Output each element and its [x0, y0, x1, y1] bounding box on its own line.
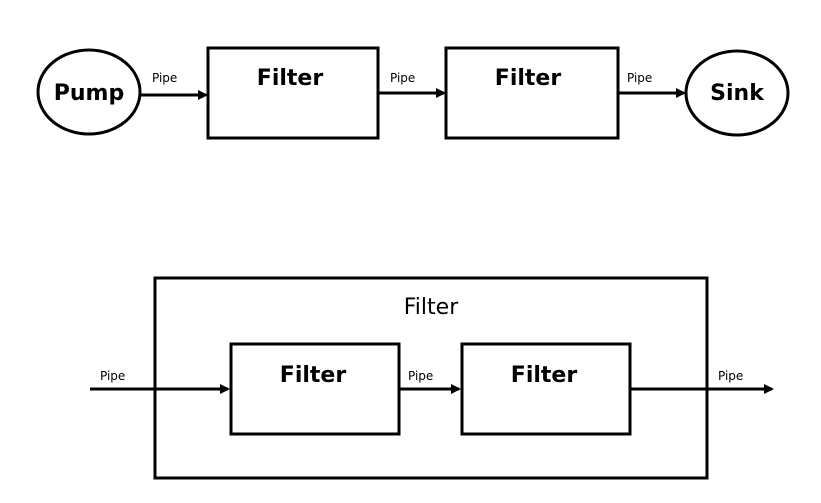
pipe-3: Pipe	[618, 71, 686, 98]
outer-filter-label: Filter	[404, 295, 459, 320]
pump-ellipse	[36, 48, 142, 136]
pipe-1: Pipe	[140, 71, 208, 100]
pipe-1-label: Pipe	[152, 71, 177, 85]
outer-filter-box	[153, 276, 709, 480]
pump-node: Pump	[36, 48, 142, 136]
inner-filter-1-label: Filter	[280, 363, 347, 388]
composite-filter: Filter Pipe Filter Pipe Filter Pipe	[90, 276, 774, 480]
pipe-out: Pipe	[630, 369, 774, 394]
pipe-2-label: Pipe	[390, 71, 415, 85]
pipe-in: Pipe	[90, 369, 230, 394]
filter-1-label: Filter	[257, 66, 324, 91]
filter-2-label: Filter	[495, 66, 562, 91]
pipe-2: Pipe	[378, 71, 446, 98]
inner-filter-2-box	[460, 342, 632, 436]
filter-2-node: Filter	[444, 46, 620, 140]
filter-2-box	[444, 46, 620, 140]
pipe-in-label: Pipe	[100, 369, 125, 383]
sink-ellipse	[684, 49, 790, 137]
sink-node: Sink	[684, 49, 790, 137]
pipe-mid-label: Pipe	[408, 369, 433, 383]
filter-1-box	[206, 46, 380, 140]
sink-label: Sink	[710, 81, 765, 106]
pipe-3-label: Pipe	[627, 71, 652, 85]
pipe-mid: Pipe	[399, 369, 461, 394]
inner-filter-1-node: Filter	[229, 342, 401, 436]
top-pipeline: Pump Pipe Filter Pipe Filter Pipe	[36, 46, 790, 140]
pump-label: Pump	[54, 81, 124, 106]
inner-filter-1-box	[229, 342, 401, 436]
inner-filter-2-node: Filter	[460, 342, 632, 436]
filter-1-node: Filter	[206, 46, 380, 140]
pipe-out-label: Pipe	[718, 369, 743, 383]
inner-filter-2-label: Filter	[511, 363, 578, 388]
